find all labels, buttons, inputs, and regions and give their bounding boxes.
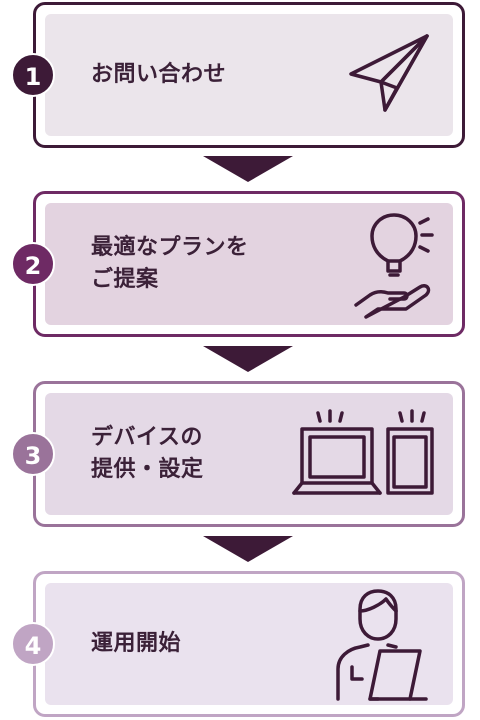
- step-4-number-badge: 4: [11, 622, 55, 666]
- laptop-tablet-icon: [290, 407, 440, 507]
- step-2-number-badge: 2: [11, 242, 55, 286]
- step-3-number-badge: 3: [11, 432, 55, 476]
- step-1-panel: お問い合わせ: [45, 14, 453, 136]
- step-2-box: 最適なプランを ご提案: [33, 191, 465, 337]
- down-arrow-2: [203, 346, 293, 372]
- down-arrow-1: [203, 156, 293, 182]
- down-arrow-3: [203, 536, 293, 562]
- step-2-panel: 最適なプランを ご提案: [45, 203, 453, 325]
- step-4-label: 運用開始: [91, 631, 182, 656]
- step-4-panel: 運用開始: [45, 583, 453, 705]
- lightbulb-hand-icon: [350, 205, 440, 323]
- paper-plane-icon: [345, 28, 435, 118]
- step-3-label: デバイスの 提供・設定: [91, 425, 204, 482]
- step-2-label: 最適なプランを ご提案: [91, 235, 249, 292]
- step-4-box: 運用開始: [33, 571, 465, 717]
- step-3-panel: デバイスの 提供・設定: [45, 393, 453, 515]
- person-laptop-icon: [330, 587, 430, 705]
- step-1-box: お問い合わせ: [33, 2, 465, 148]
- step-1-number-badge: 1: [11, 53, 55, 97]
- step-1-label: お問い合わせ: [91, 62, 227, 87]
- step-3-box: デバイスの 提供・設定: [33, 381, 465, 527]
